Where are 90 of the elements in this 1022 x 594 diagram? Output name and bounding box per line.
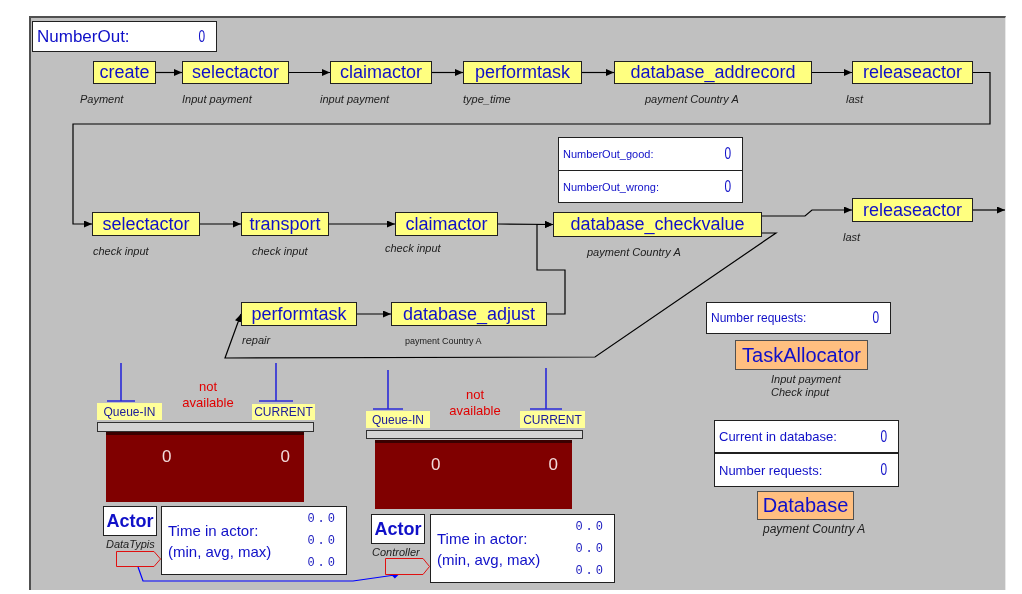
actor-box: Actor (103, 506, 157, 536)
counter-label: Number requests: (719, 462, 823, 478)
status-text: not available (448, 387, 502, 419)
counter-label: NumberOut: (37, 26, 130, 47)
statistics-value: 0.0 (575, 541, 606, 556)
process-block: database_addrecord (614, 61, 812, 84)
process-block: selectactor (182, 61, 289, 84)
counter-panel (558, 137, 743, 171)
queue-label: Queue-IN (366, 411, 430, 428)
counter-label: Current in database: (719, 429, 837, 444)
connector-arrow (761, 206, 853, 217)
queue-count: 0 (431, 455, 441, 475)
block-caption: type_time (463, 93, 511, 105)
statistics-value: 0.0 (307, 533, 338, 548)
block-caption: payment Country A (645, 93, 739, 105)
connector-arrow (288, 69, 331, 76)
connector-arrow (199, 220, 242, 228)
counter-value: 0 (197, 26, 205, 47)
process-block: claimactor (395, 212, 498, 236)
process-block: transport (241, 212, 329, 236)
queue-count: 0 (280, 447, 290, 467)
counter-panel (558, 170, 743, 203)
block-caption: last (846, 93, 864, 105)
counter-value: 0 (879, 426, 887, 447)
process-block: performtask (241, 302, 357, 326)
queue-label: CURRENT (252, 404, 315, 420)
counter-label: Number requests: (711, 311, 807, 325)
process-block: releaseactor (852, 61, 973, 84)
connector-arrow (356, 310, 392, 318)
counter-panel (714, 420, 899, 453)
counter-value: 0 (871, 308, 879, 328)
statistics-panel (161, 506, 347, 575)
block-caption: last (843, 231, 861, 243)
connector-arrow (536, 221, 566, 315)
counter-value: 0 (879, 460, 887, 480)
counter-panel (706, 302, 891, 334)
connector-arrow (155, 69, 183, 76)
block-caption: DataTypis (106, 538, 155, 550)
process-block: releaseactor (852, 198, 973, 222)
block-caption: check input (252, 245, 308, 257)
statistics-value: 0.0 (575, 563, 606, 578)
counter-label: NumberOut_wrong: (563, 180, 659, 193)
counter-value: 0 (723, 176, 731, 197)
counter-label: NumberOut_good: (563, 148, 654, 160)
block-caption: Input payment (182, 93, 252, 105)
block-caption: check input (385, 242, 441, 254)
connector-arrow (431, 69, 464, 76)
connector-arrow (581, 69, 615, 76)
block-caption: Payment (80, 93, 124, 105)
process-block: database_checkvalue (553, 212, 762, 237)
statistics-label: Time in actor: (min, avg, max) (168, 520, 273, 562)
counter-value: 0 (723, 144, 731, 164)
connector-arrow (328, 220, 396, 228)
block-caption: input payment (320, 93, 390, 105)
block-caption: payment Country A (405, 336, 482, 346)
resource-block: Database (757, 491, 854, 520)
queue-label: Queue-IN (97, 403, 162, 420)
connector-arrow (72, 71, 991, 228)
block-caption: check input (93, 245, 149, 257)
process-block: claimactor (330, 61, 432, 84)
statistics-label: Time in actor: (min, avg, max) (437, 528, 542, 570)
block-caption: Controller (372, 546, 420, 558)
queue-label: CURRENT (520, 411, 585, 428)
process-block: selectactor (92, 212, 200, 236)
pentagon-tag (385, 558, 430, 575)
block-caption: Check input (771, 386, 830, 398)
statistics-value: 0.0 (307, 511, 338, 526)
block-caption: payment Country A (763, 522, 866, 536)
pentagon-tag (116, 551, 161, 567)
connector-arrow (224, 232, 778, 359)
statistics-panel (430, 514, 615, 583)
connector-arrow (811, 69, 853, 76)
actor-box: Actor (371, 514, 425, 544)
counter-panel (32, 21, 217, 52)
statistics-value: 0.0 (575, 519, 606, 534)
resource-block: TaskAllocator (735, 340, 868, 370)
process-block: performtask (463, 61, 582, 84)
block-caption: repair (242, 334, 271, 346)
block-caption: payment Country A (587, 246, 681, 258)
queue-display (106, 432, 304, 502)
counter-panel (714, 453, 899, 487)
status-text: not available (181, 379, 235, 411)
statistics-value: 0.0 (307, 555, 338, 570)
queue-count: 0 (162, 447, 172, 467)
process-block: database_adjust (391, 302, 547, 326)
block-caption: Input payment (771, 373, 841, 385)
queue-display (375, 440, 572, 509)
process-block: create (93, 61, 156, 84)
queue-count: 0 (548, 455, 558, 475)
connector-arrow (972, 206, 1006, 214)
